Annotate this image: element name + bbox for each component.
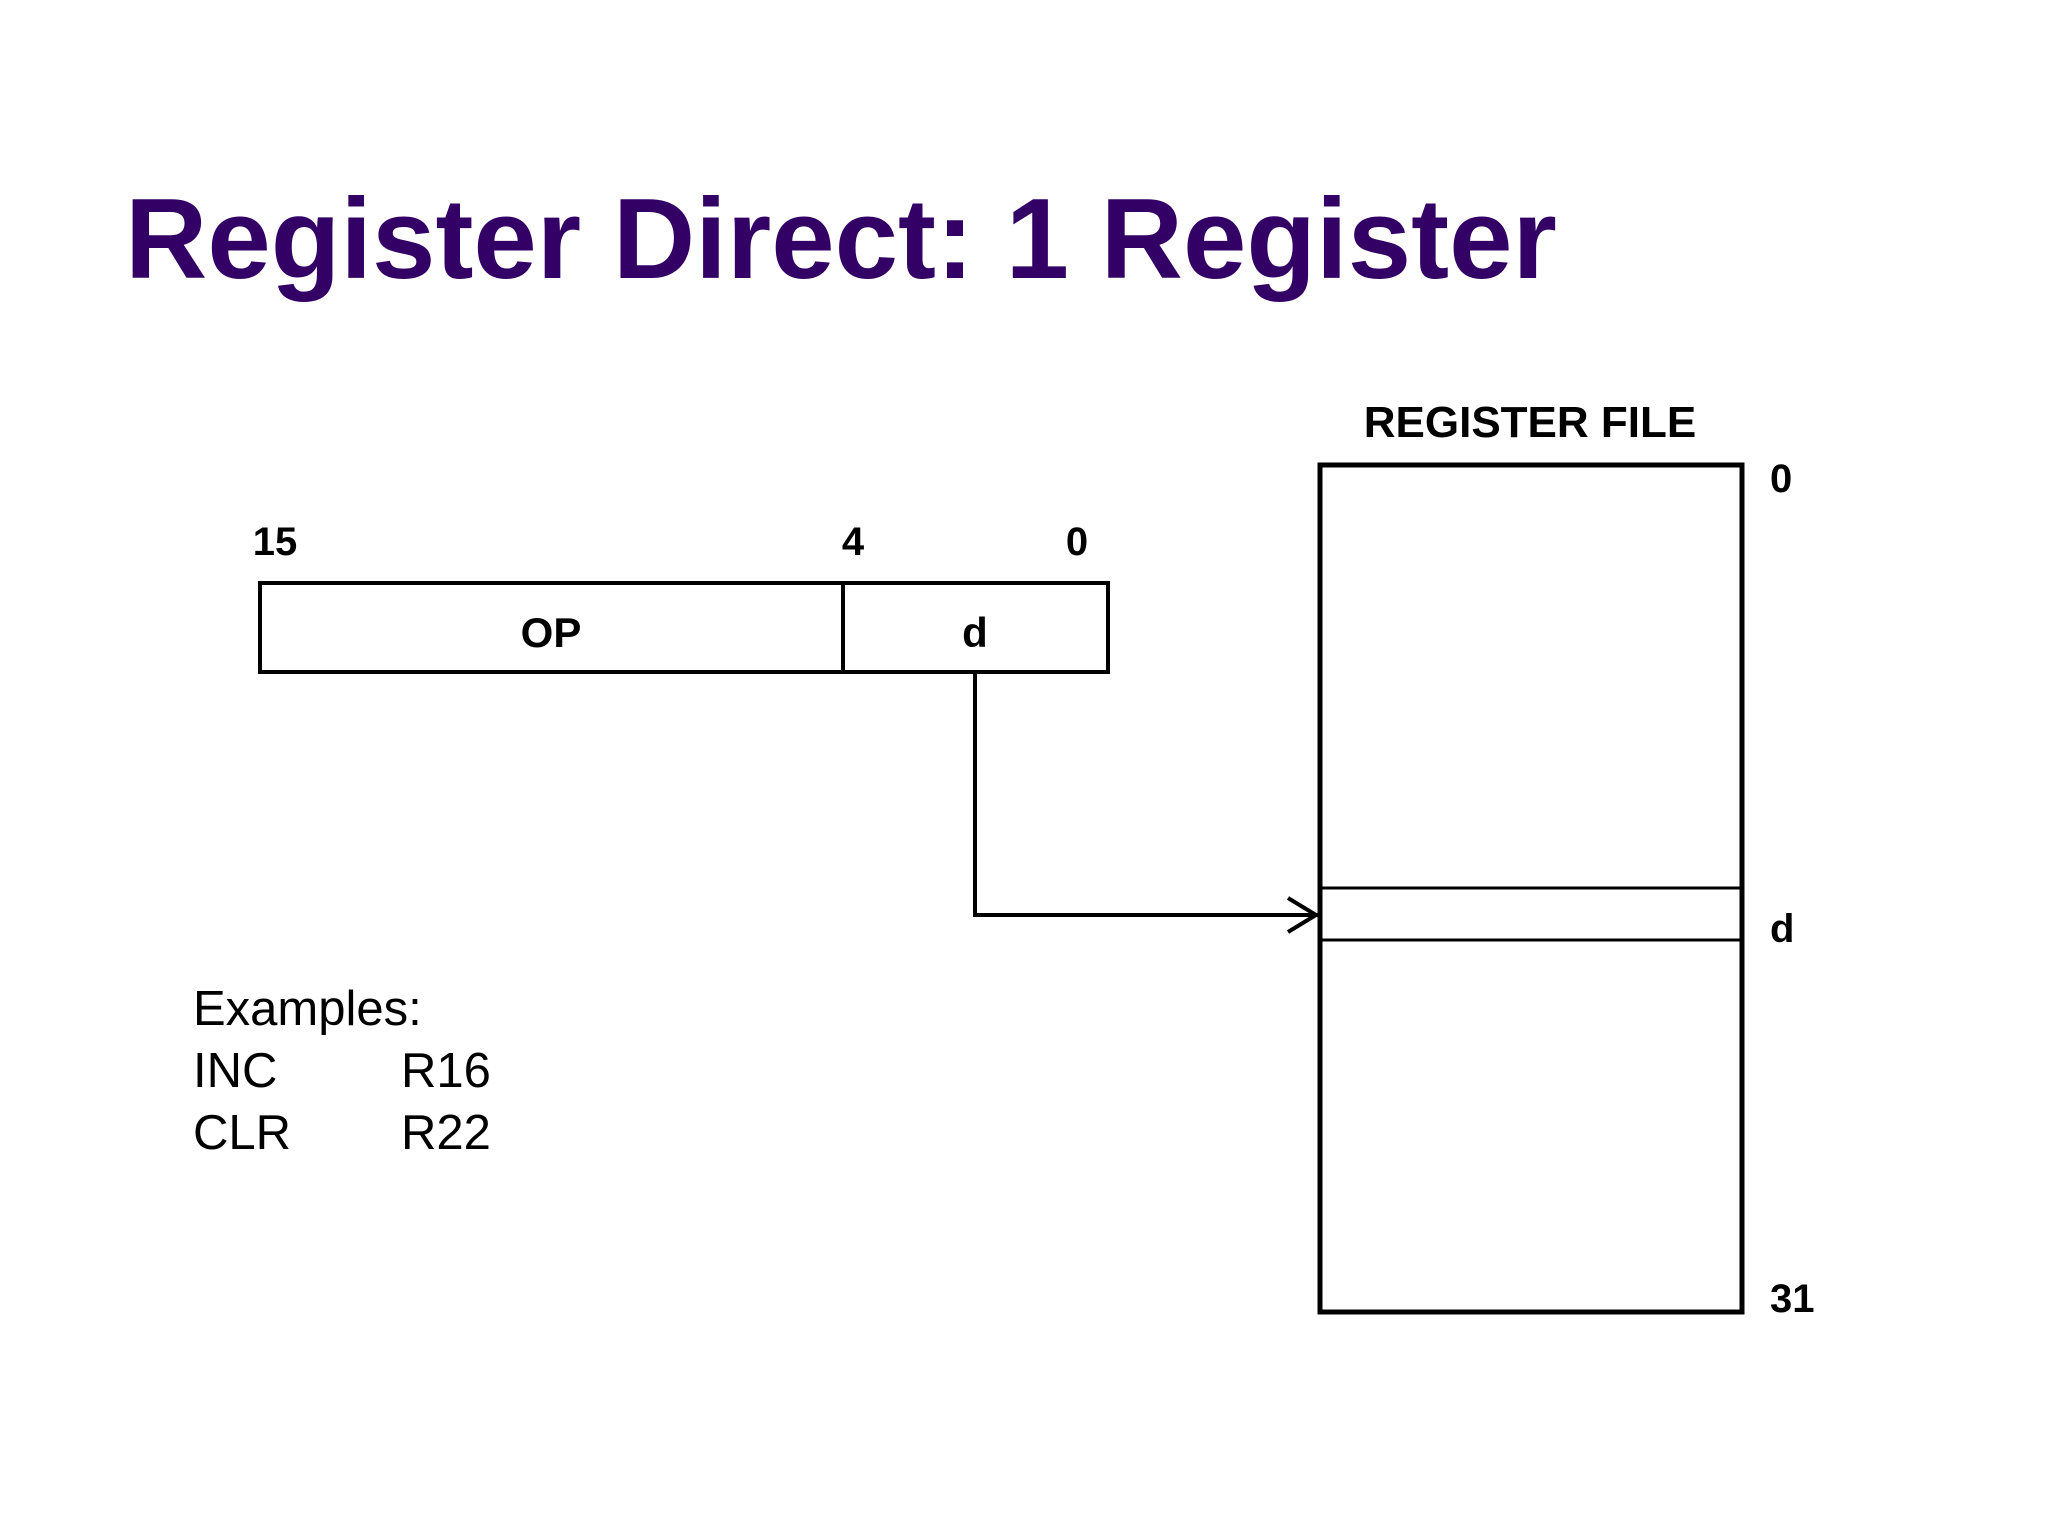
register-index-top: 0	[1770, 457, 1792, 501]
example-operand: R22	[401, 1106, 491, 1160]
example-mnemonic: INC	[193, 1044, 278, 1098]
arrow-line	[973, 672, 1318, 917]
register-file: REGISTER FILE 0 d 31	[1317, 398, 1815, 1321]
d-field-box	[841, 581, 1110, 674]
bit-label-15: 15	[253, 520, 298, 564]
instruction-word: 15 4 0 OP d	[253, 520, 1110, 674]
examples-heading: Examples:	[193, 982, 422, 1036]
slide-title: Register Direct: 1 Register	[125, 176, 1557, 303]
d-field-label: d	[962, 609, 988, 656]
example-row: INC R16	[193, 1040, 491, 1102]
examples-block: Examples: INC R16 CLR R22	[193, 978, 491, 1164]
bit-label-0: 0	[1066, 520, 1088, 564]
d-pointer-arrow	[973, 672, 1320, 934]
bit-label-4: 4	[842, 520, 865, 564]
example-mnemonic: CLR	[193, 1106, 292, 1160]
example-row: CLR R22	[193, 1102, 491, 1164]
example-operand: R16	[401, 1044, 491, 1098]
register-index-bottom: 31	[1770, 1277, 1815, 1321]
op-field-label: OP	[521, 609, 582, 656]
op-field-box	[258, 581, 845, 674]
arrow-head	[1286, 896, 1320, 934]
register-index-selected: d	[1770, 907, 1794, 951]
register-file-title: REGISTER FILE	[1364, 398, 1696, 447]
